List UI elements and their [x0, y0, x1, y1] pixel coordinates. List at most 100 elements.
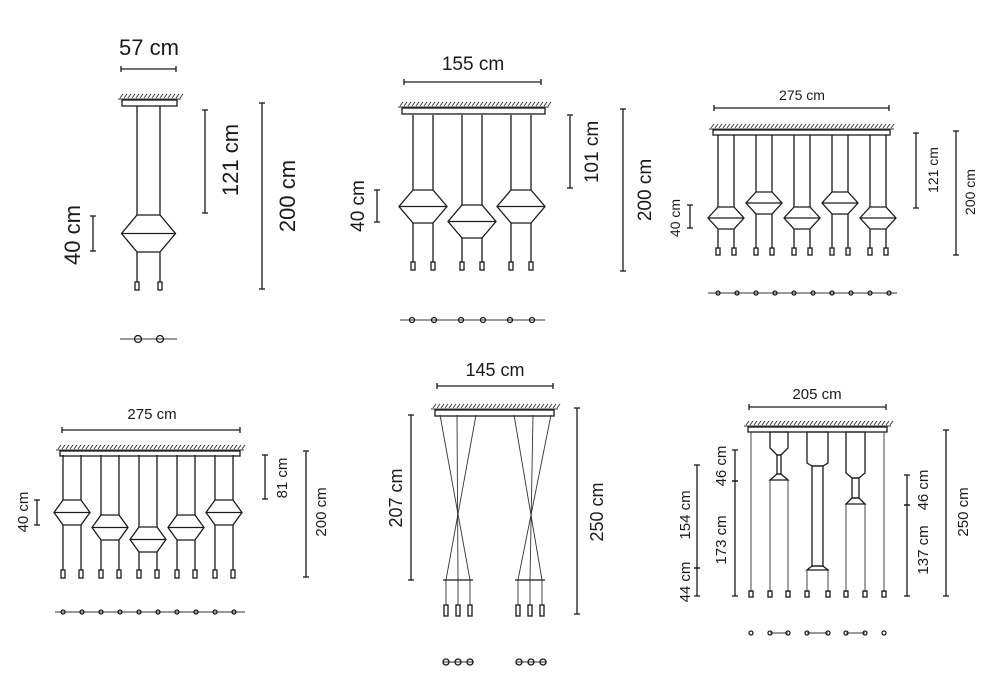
- socket-icon: [845, 247, 851, 256]
- plan-point-icon: [231, 609, 237, 615]
- ceiling-hatch: [878, 123, 883, 129]
- tube-flare: [768, 473, 790, 481]
- tube-shade-upper: [769, 431, 789, 456]
- ceiling-hatch: [757, 420, 762, 426]
- ceiling-hatch: [539, 101, 544, 107]
- socket-icon: [539, 604, 545, 617]
- socket-icon: [881, 590, 887, 598]
- tube-flare: [844, 497, 867, 505]
- socket-icon: [767, 590, 773, 598]
- ceiling-hatch: [769, 420, 774, 426]
- ceiling-hatch: [93, 444, 98, 450]
- ceiling-hatch: [806, 123, 811, 129]
- plan-point-icon: [528, 316, 536, 324]
- ceiling-hatch: [451, 101, 456, 107]
- total-height-label: 200 cm: [962, 169, 978, 215]
- drop-label: 121 cm: [925, 147, 941, 193]
- ceiling-hatch: [97, 444, 102, 450]
- outer-upper-label: 154 cm: [677, 490, 694, 539]
- ceiling-hatch: [149, 444, 154, 450]
- plan-point-icon: [457, 316, 465, 324]
- ceiling-hatch: [225, 444, 230, 450]
- ceiling-hatch: [798, 123, 803, 129]
- ceiling-hatch: [427, 101, 432, 107]
- plan-point-icon: [810, 290, 816, 296]
- lower-left-label: 173 cm: [713, 515, 730, 564]
- ceiling-hatch: [471, 101, 476, 107]
- plan-point-icon: [843, 630, 849, 636]
- ceiling-hatch: [155, 93, 160, 99]
- crossed-wire: [517, 414, 552, 581]
- ceiling-hatch: [536, 403, 541, 409]
- ceiling-hatch: [532, 403, 537, 409]
- canopy: [747, 426, 888, 433]
- socket-icon: [527, 604, 533, 617]
- ceiling-hatch: [479, 101, 484, 107]
- ceiling-hatch: [500, 403, 505, 409]
- ceiling-hatch: [869, 420, 874, 426]
- ceiling-hatch: [459, 101, 464, 107]
- ceiling-hatch: [837, 420, 842, 426]
- ceiling-hatch: [714, 123, 719, 129]
- ceiling-hatch: [507, 101, 512, 107]
- ceiling-hatch: [789, 420, 794, 426]
- ceiling-hatch: [834, 123, 839, 129]
- ceiling-hatch: [503, 101, 508, 107]
- ceiling-hatch: [399, 101, 404, 107]
- ceiling-hatch: [159, 93, 164, 99]
- ceiling-hatch: [742, 123, 747, 129]
- drop-label: 101 cm: [582, 121, 603, 183]
- socket-icon: [753, 247, 759, 256]
- ceiling-hatch: [105, 444, 110, 450]
- tube-neck: [776, 454, 782, 475]
- crossed-wire: [529, 414, 534, 581]
- socket-icon: [78, 569, 84, 579]
- ceiling-hatch: [109, 444, 114, 450]
- ceiling-hatch: [758, 123, 763, 129]
- ceiling-hatch: [165, 444, 170, 450]
- width-label: 145 cm: [465, 360, 524, 380]
- plan-point-icon: [772, 290, 778, 296]
- ceiling-hatch: [209, 444, 214, 450]
- ceiling-hatch: [189, 444, 194, 450]
- lower-right-label: 137 cm: [915, 525, 932, 574]
- ceiling-hatch: [467, 101, 472, 107]
- ceiling-hatch: [890, 123, 895, 129]
- ceiling-hatch: [762, 123, 767, 129]
- ceiling-hatch: [491, 101, 496, 107]
- ceiling-hatch: [797, 420, 802, 426]
- plan-point-icon: [539, 658, 547, 666]
- panel-five-pendant-staggered: 275 cm 121 cm 200 cm 40 cm: [667, 87, 978, 237]
- ceiling-hatch: [544, 403, 549, 409]
- ceiling-hatch: [750, 123, 755, 129]
- shade-height-label: 40 cm: [348, 180, 369, 232]
- total-height-label: 250 cm: [955, 487, 972, 536]
- ceiling-hatch: [547, 101, 552, 107]
- plan-point-icon: [174, 609, 180, 615]
- canopy: [712, 129, 891, 136]
- plan-point-icon: [98, 609, 104, 615]
- plan-point-icon: [117, 609, 123, 615]
- ceiling-hatch: [877, 420, 882, 426]
- ceiling-hatch: [117, 444, 122, 450]
- plan-point-icon: [136, 609, 142, 615]
- socket-icon: [862, 590, 868, 598]
- ceiling-hatch: [777, 420, 782, 426]
- ceiling-hatch: [886, 123, 891, 129]
- ceiling-hatch: [460, 403, 465, 409]
- plan-point-icon: [408, 316, 416, 324]
- ceiling-hatch: [448, 403, 453, 409]
- ceiling-hatch: [487, 101, 492, 107]
- ceiling-hatch: [163, 93, 168, 99]
- tube-shade-upper: [845, 431, 866, 479]
- ceiling-hatch: [802, 123, 807, 129]
- ceiling-hatch: [475, 101, 480, 107]
- ceiling-hatch: [472, 403, 477, 409]
- ceiling-hatch: [508, 403, 513, 409]
- ceiling-hatch: [738, 123, 743, 129]
- ceiling-hatch: [810, 123, 815, 129]
- plan-point-icon: [79, 609, 85, 615]
- plan-point-icon: [862, 630, 868, 636]
- socket-icon: [769, 247, 775, 256]
